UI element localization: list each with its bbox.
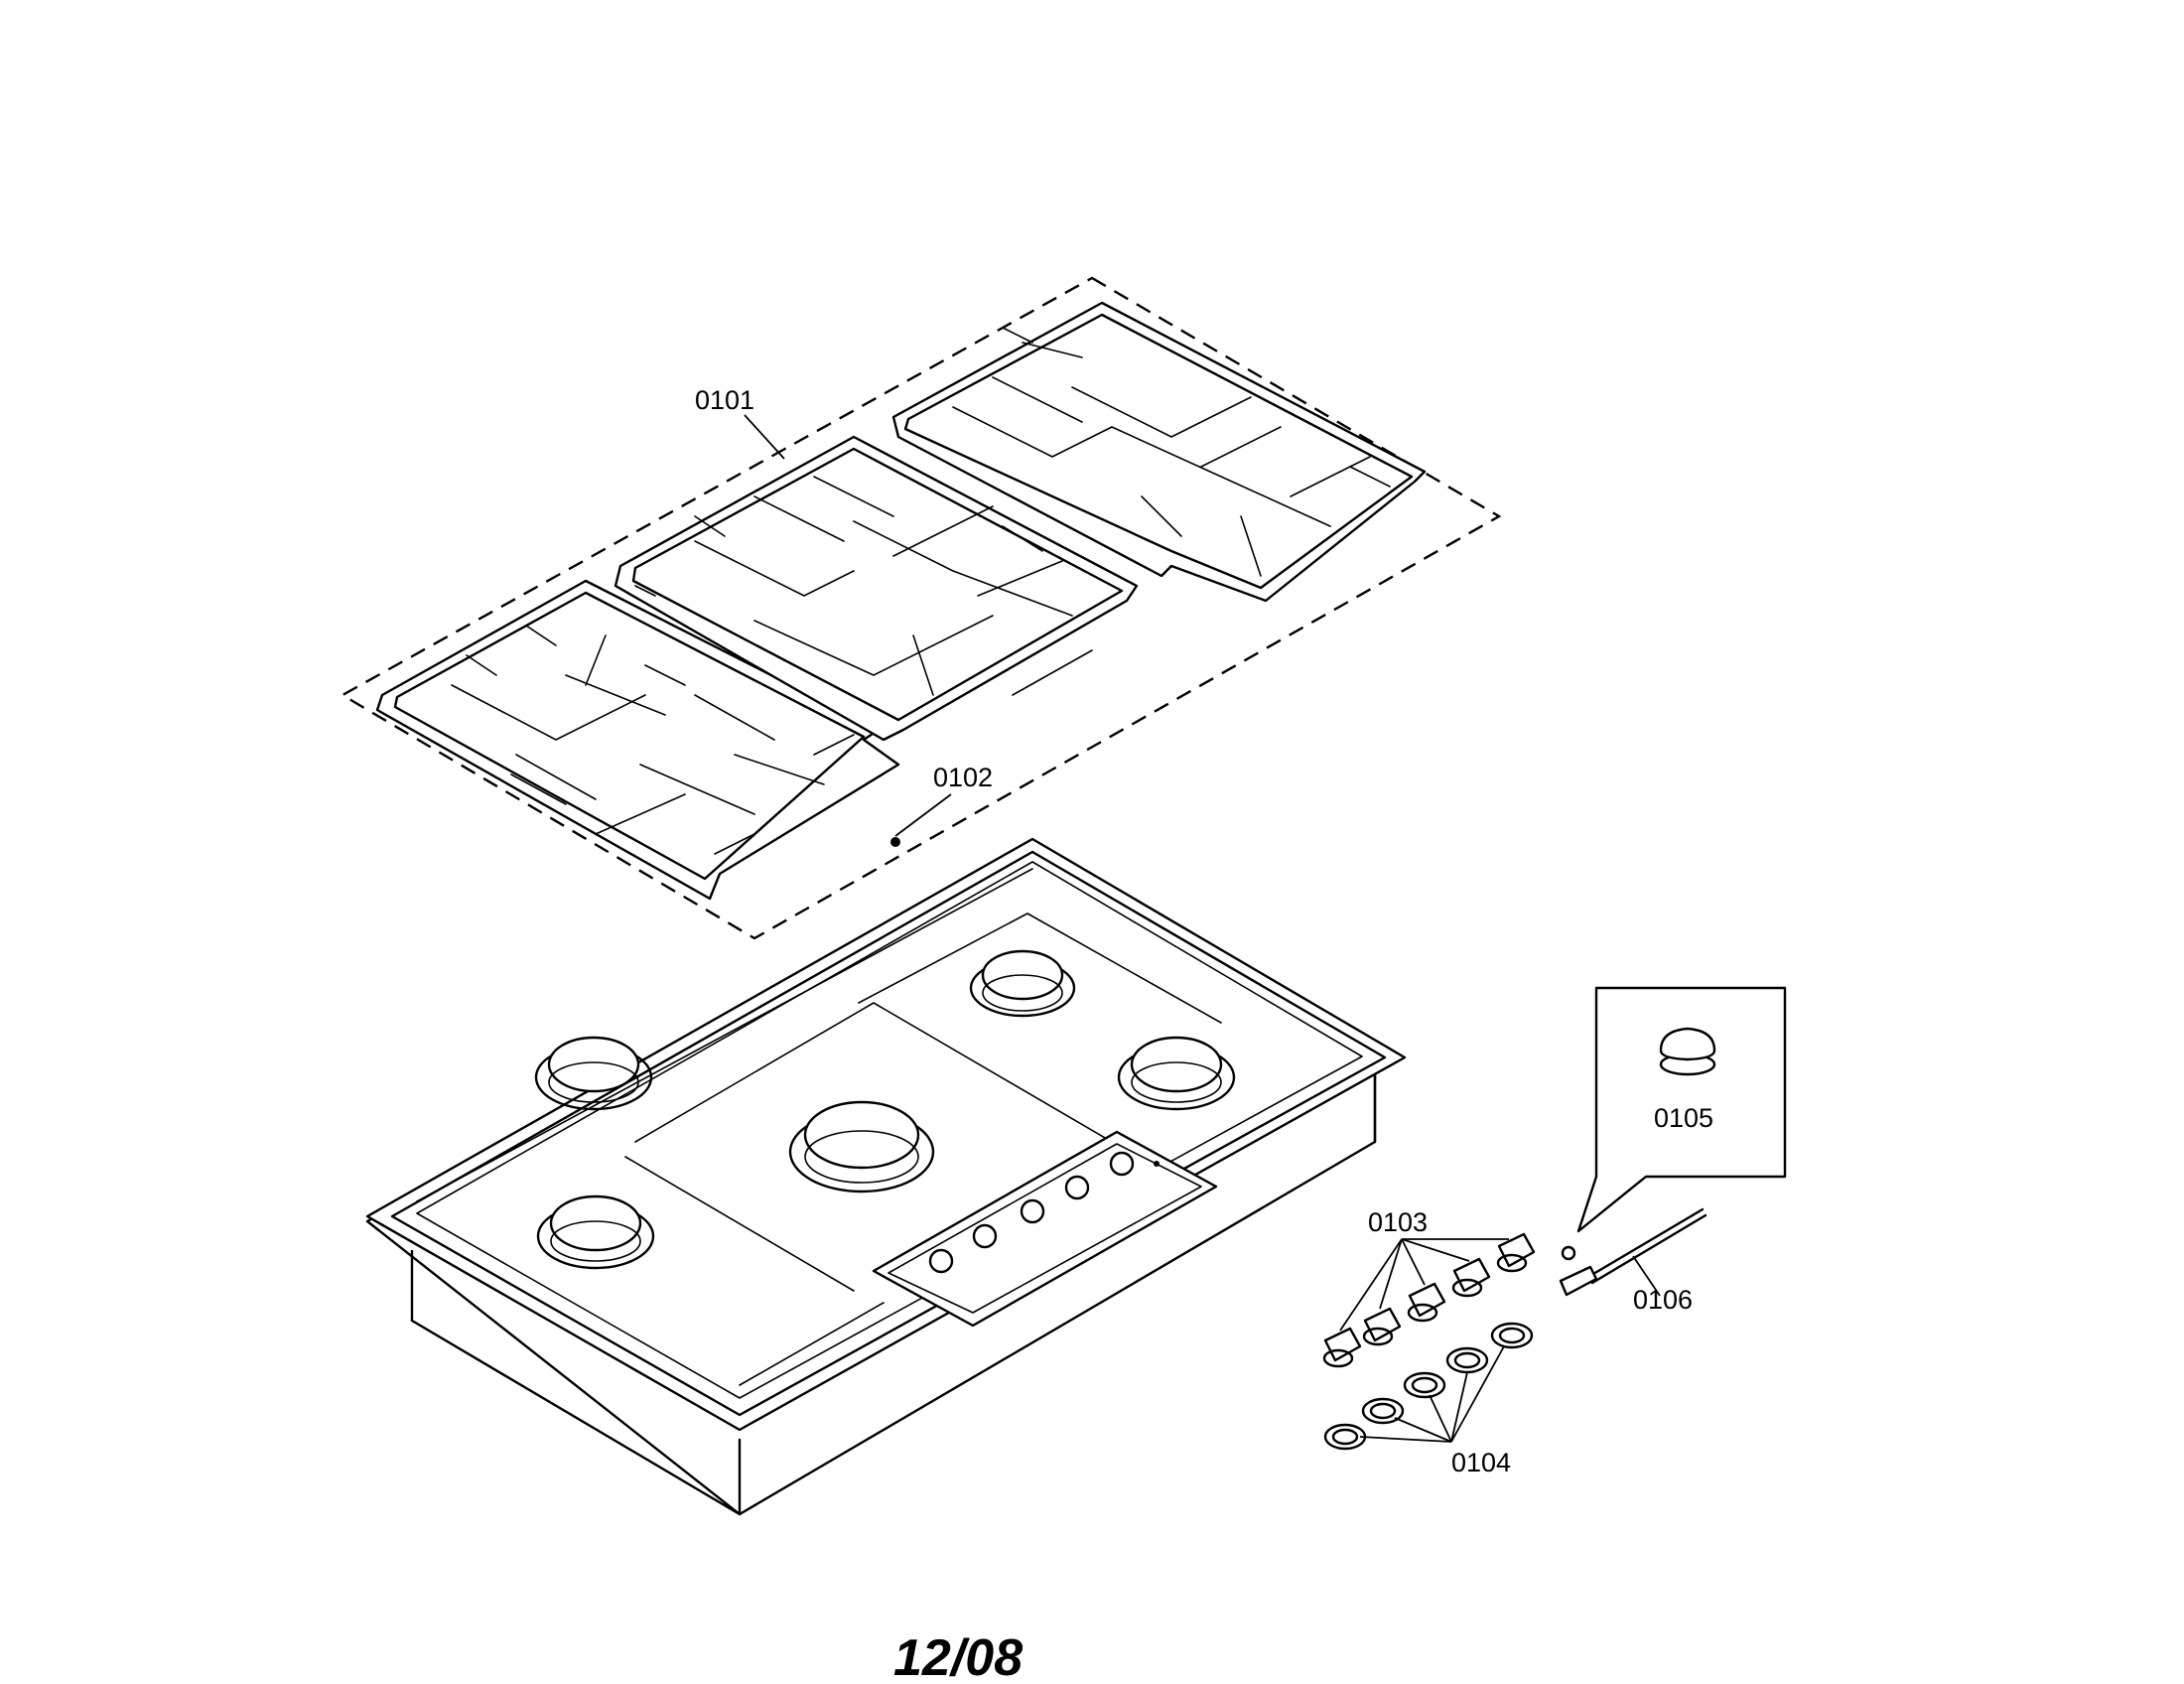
grates-dashed-outline (340, 276, 1502, 940)
knob-cap-label: 0105 (1654, 1103, 1713, 1133)
grate-foot-leader (894, 793, 952, 837)
knobs-part (1322, 1232, 1536, 1368)
grate-foot-part (890, 793, 952, 847)
cooktop (365, 837, 1407, 1516)
grates-label: 0101 (695, 385, 754, 415)
grates-leader (744, 414, 785, 460)
revision-date: 12/08 (893, 1629, 1023, 1684)
grate-left (375, 579, 900, 901)
bezels-label: 0104 (1451, 1448, 1511, 1477)
control-strip (872, 1130, 1218, 1328)
knobs-label: 0103 (1368, 1207, 1428, 1237)
grate-middle (614, 435, 1139, 742)
burner-rear-left (534, 1036, 653, 1111)
grates-assembly (340, 276, 1502, 940)
grate-right (891, 301, 1427, 603)
burner-front-left (536, 1194, 655, 1270)
burner-front-right (1117, 1036, 1236, 1111)
control-holes (928, 1151, 1160, 1274)
burner-center (788, 1100, 935, 1193)
grate-foot-label: 0102 (933, 763, 993, 792)
knob-cap-callout (1561, 986, 1787, 1261)
igniter-label: 0106 (1633, 1285, 1693, 1315)
grate-foot-dot (890, 837, 900, 847)
burner-rear-right (969, 949, 1076, 1018)
bezels-part (1323, 1322, 1534, 1451)
igniter-part (1559, 1207, 1707, 1297)
